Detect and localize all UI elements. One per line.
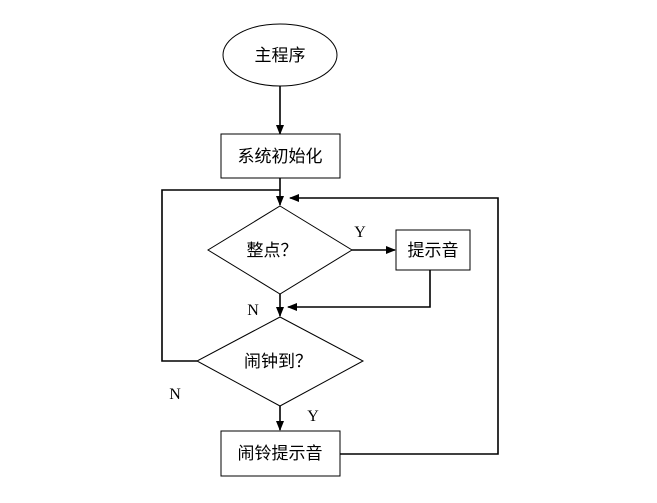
init-node: [220, 133, 341, 179]
alarm-yes-label: Y: [307, 408, 319, 425]
edge-alarm-chime-loop: [289, 194, 499, 455]
alarm-check-label: 闹钟到？: [244, 352, 312, 372]
hour-check-decision: [207, 205, 353, 295]
edge-chime-return: [287, 270, 431, 311]
start-node-label: 主程序: [255, 46, 306, 66]
chime-node-label: 提示音: [408, 241, 459, 261]
start-node: [222, 23, 338, 87]
alarm-chime-node: [220, 430, 341, 477]
hour-yes-label: Y: [354, 224, 366, 241]
init-node-label: 系统初始化: [238, 147, 323, 167]
hour-no-label: N: [247, 302, 259, 319]
edge-alarm-no-loop: [161, 189, 280, 362]
chime-node: [395, 229, 471, 271]
alarm-no-label: N: [169, 386, 181, 403]
hour-check-label: 整点？: [247, 241, 298, 261]
alarm-chime-label: 闹铃提示音: [238, 444, 323, 464]
alarm-check-decision: [195, 316, 365, 407]
